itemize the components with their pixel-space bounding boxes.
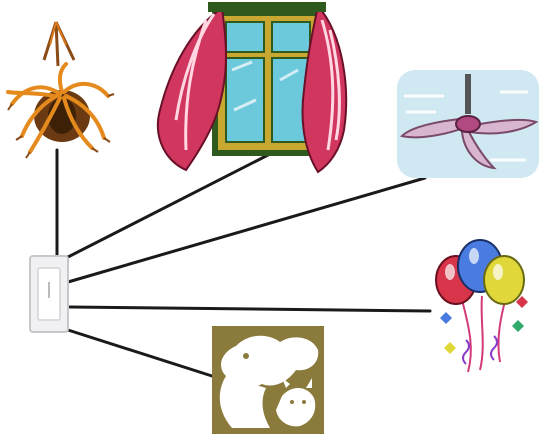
connector-lines	[55, 148, 432, 378]
line-to-window	[64, 153, 270, 260]
light-switch-icon	[29, 255, 69, 333]
window-with-curtains-icon	[156, 2, 348, 174]
dog-and-cat-icon	[212, 326, 324, 434]
party-balloons-icon	[435, 239, 528, 373]
line-to-balloons	[68, 305, 432, 313]
hanging-plant-icon	[6, 21, 115, 159]
line-to-pets	[66, 328, 214, 378]
line-to-fan	[66, 176, 427, 284]
ceiling-fan-icon	[397, 70, 539, 178]
